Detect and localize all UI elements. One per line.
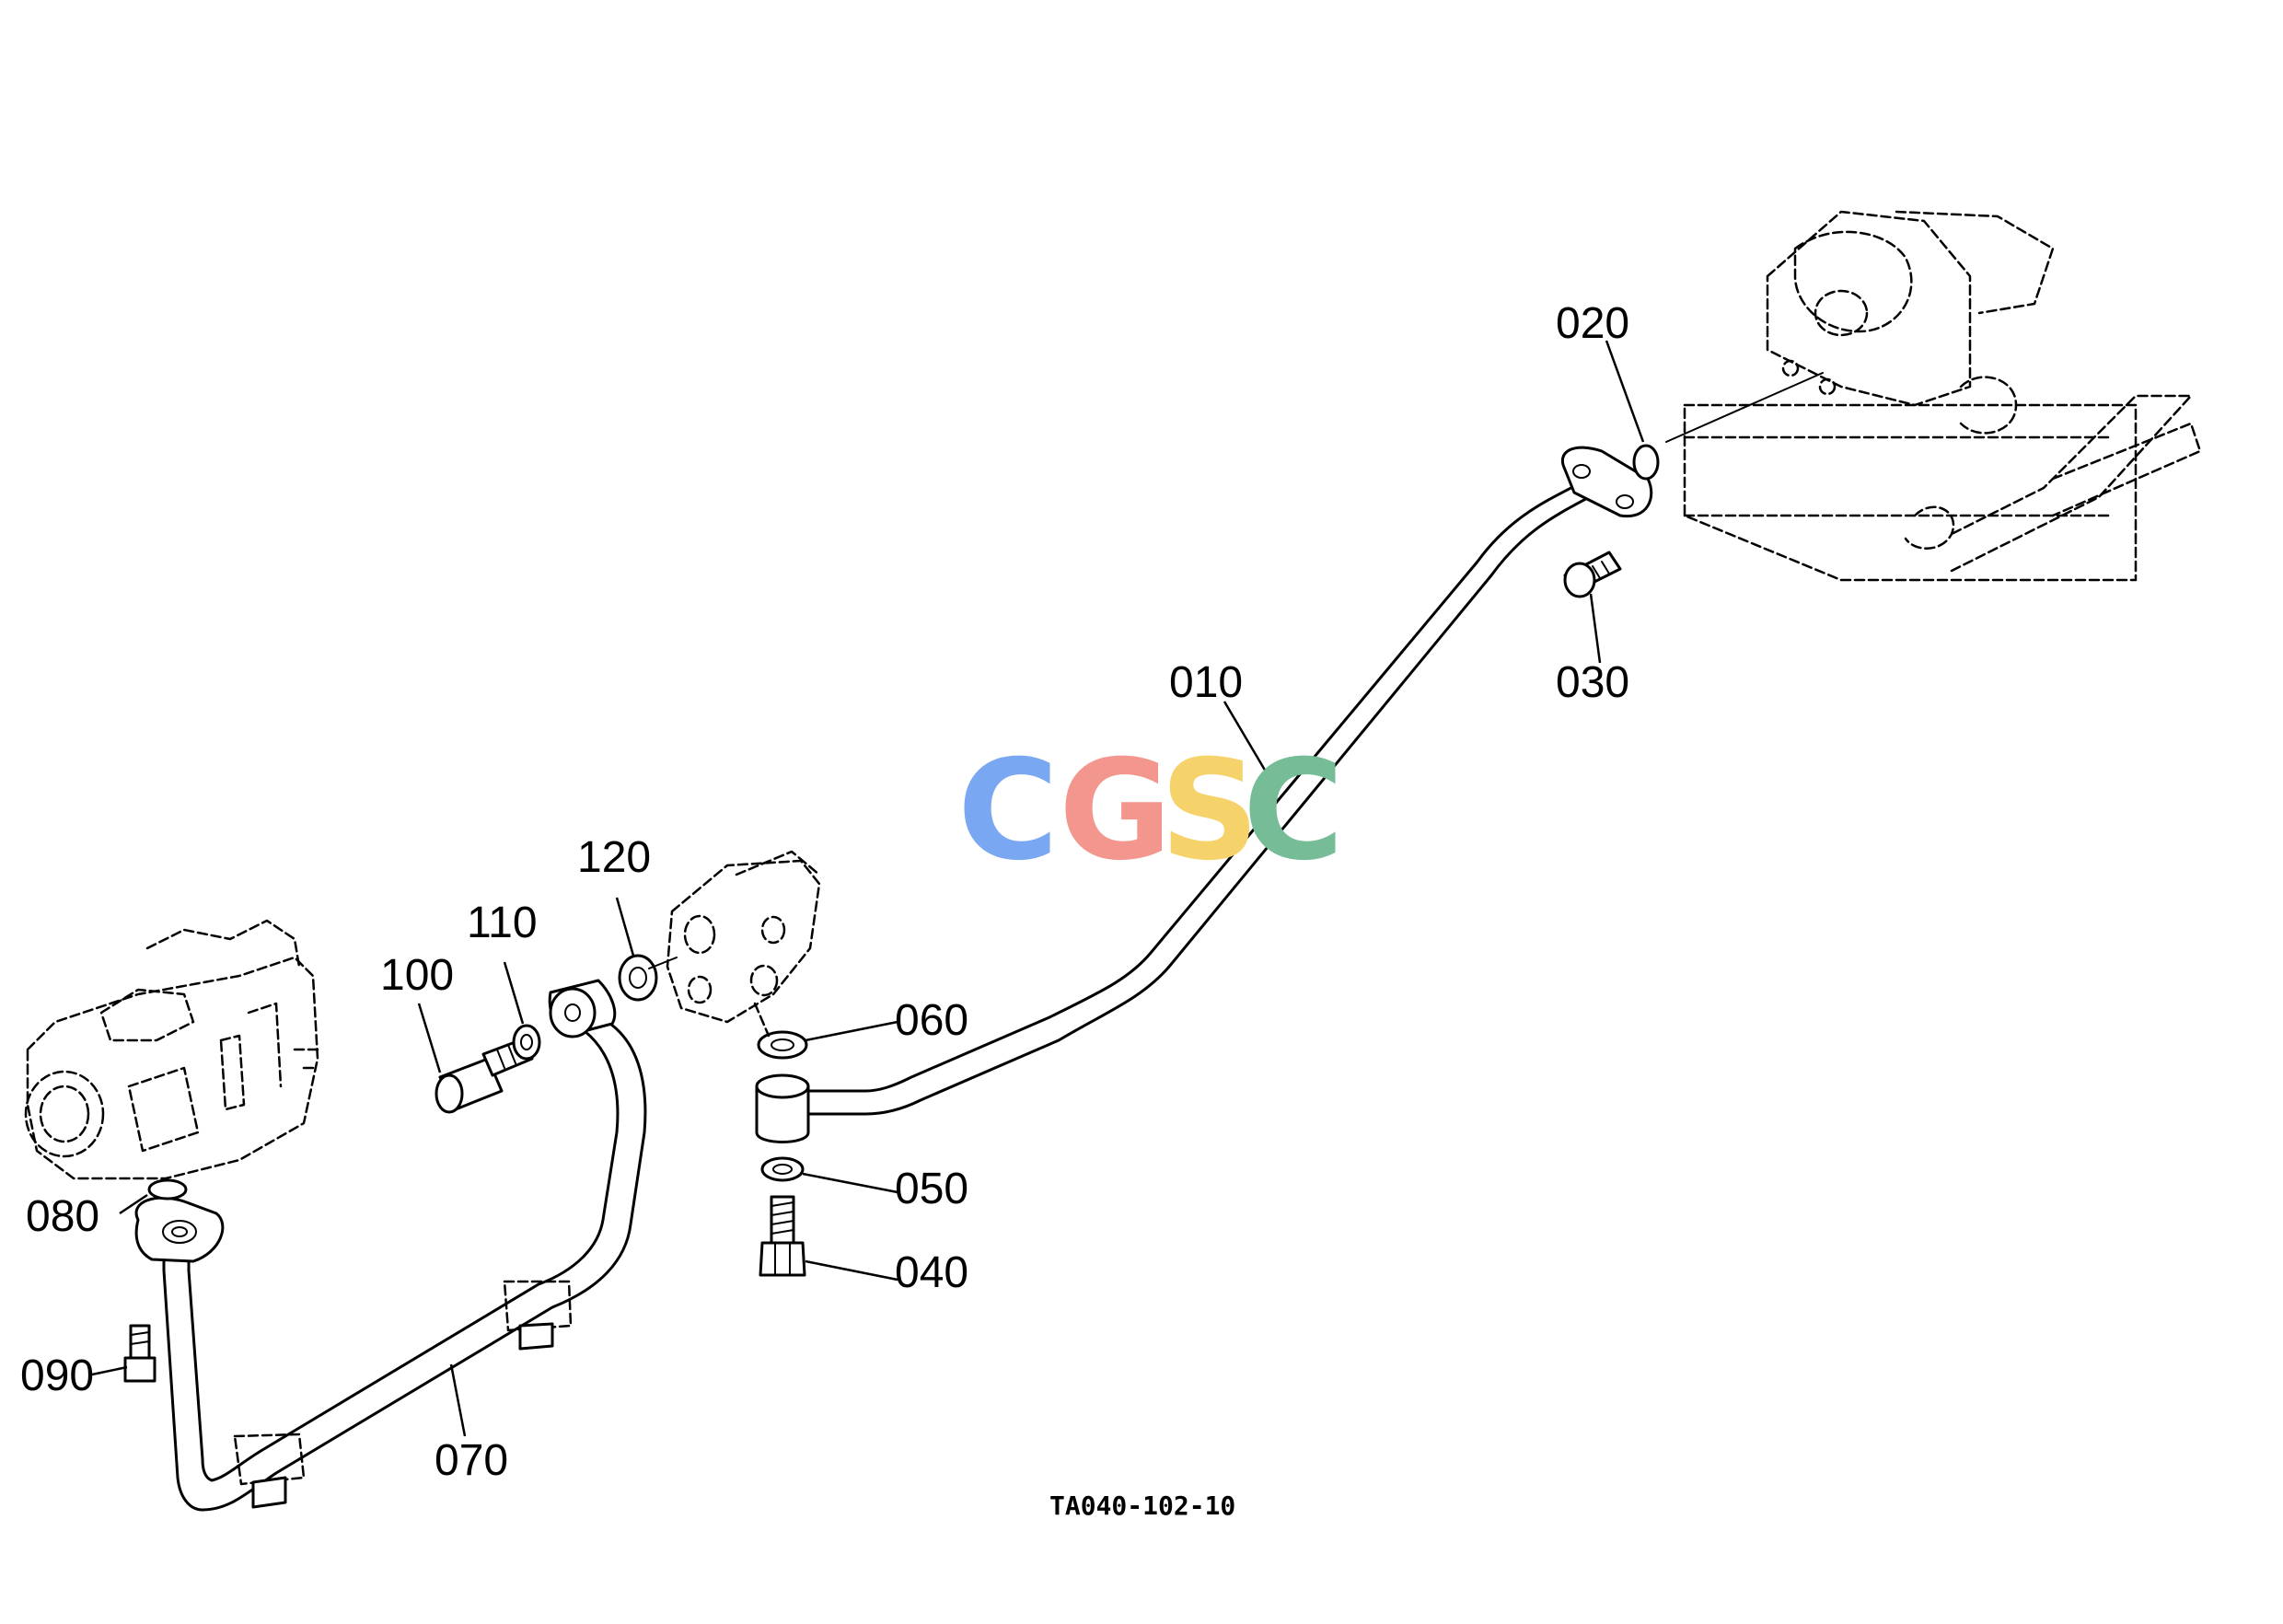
pipe-clamp-upper — [503, 1280, 573, 1351]
callout-090: 090 — [20, 1351, 94, 1400]
watermark-letter-g: G — [1059, 731, 1172, 891]
valve-block-outline — [666, 850, 821, 1038]
washer-050 — [760, 1156, 805, 1182]
callout-060: 060 — [895, 996, 968, 1045]
watermark-letter-c2: C — [1243, 731, 1344, 891]
watermark-logo: C G S C — [957, 731, 1344, 891]
callout-010: 010 — [1169, 658, 1243, 707]
hydraulic-pump-outline — [24, 919, 319, 1180]
bolt-030 — [1563, 551, 1622, 598]
callout-080: 080 — [26, 1192, 99, 1241]
oil-pipe-010 — [781, 446, 1653, 1116]
oil-pipe-070 — [134, 979, 647, 1512]
alignment-line — [648, 957, 678, 969]
bolt-090 — [123, 1324, 156, 1383]
watermark-letter-c1: C — [957, 731, 1059, 891]
washer-060 — [757, 1030, 808, 1060]
banjo-bolt-040 — [759, 1195, 806, 1277]
engine-block-outline — [1665, 210, 2202, 582]
callout-050: 050 — [895, 1165, 968, 1213]
o-ring-020 — [1632, 444, 1660, 481]
callout-120: 120 — [577, 833, 651, 882]
o-ring-080 — [147, 1178, 188, 1201]
watermark-letter-s: S — [1160, 731, 1259, 891]
callout-040: 040 — [895, 1248, 968, 1297]
drawing-code: TA040-102-10 — [1049, 1491, 1235, 1521]
leader-lines — [91, 340, 1645, 1437]
washer-110 — [512, 1024, 541, 1061]
banjo-fitting — [755, 1073, 810, 1143]
callout-110: 110 — [467, 899, 538, 947]
pipe-clamp-lower — [233, 1433, 306, 1509]
callout-030: 030 — [1556, 658, 1629, 707]
callout-100: 100 — [380, 951, 454, 1000]
callout-070: 070 — [435, 1436, 508, 1485]
callout-020: 020 — [1556, 299, 1629, 348]
washer-120 — [618, 954, 658, 1002]
